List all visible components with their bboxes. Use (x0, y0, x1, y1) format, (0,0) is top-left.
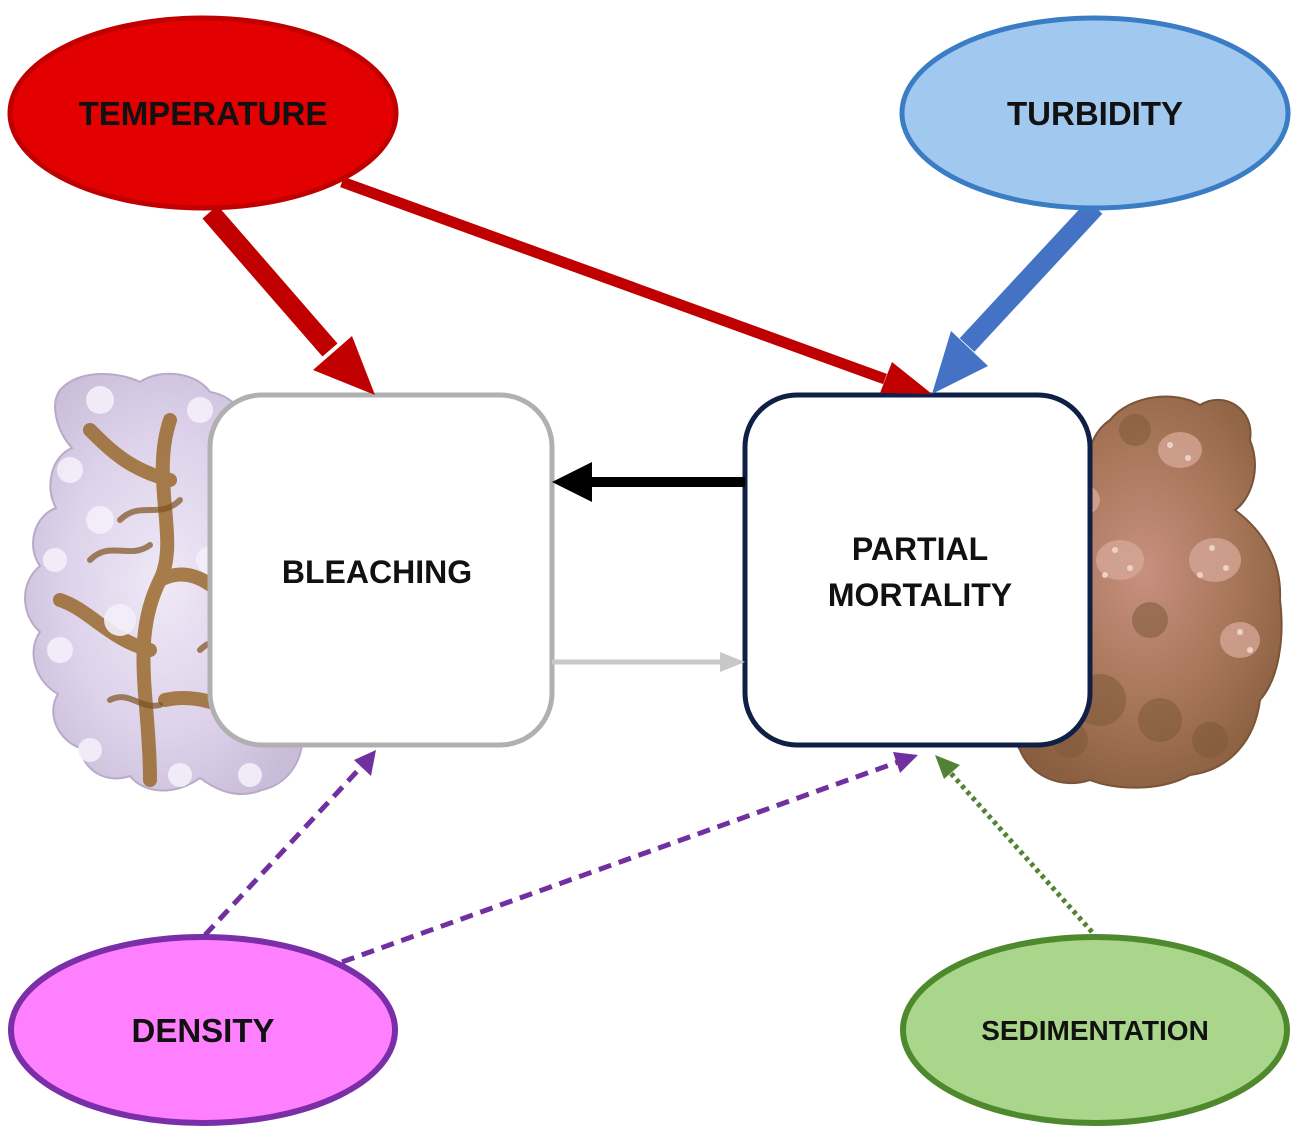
arrow-mortality-to-bleaching (552, 462, 745, 502)
partial-mortality-label-line1: PARTIAL (852, 531, 988, 567)
temperature-ellipse (7, 15, 399, 211)
sedimentation-ellipse (900, 934, 1290, 1126)
turbidity-ellipse (899, 15, 1291, 211)
arrow-bleaching-to-mortality (552, 652, 745, 672)
temperature-node: TEMPERATURE (7, 15, 399, 211)
arrow-temperature-to-bleaching (202, 205, 375, 395)
turbidity-node: TURBIDITY (899, 15, 1291, 211)
sedimentation-node: SEDIMENTATION (900, 934, 1290, 1126)
temperature-label: TEMPERATURE (79, 95, 328, 132)
sedimentation-label: SEDIMENTATION (981, 1015, 1209, 1046)
partial-mortality-box (742, 392, 1093, 748)
bleaching-box (207, 392, 555, 748)
bleaching-label: BLEACHING (282, 554, 472, 590)
arrow-sedimentation-to-mortality (935, 755, 1094, 934)
density-label: DENSITY (131, 1012, 274, 1049)
turbidity-label: TURBIDITY (1007, 95, 1183, 132)
arrow-turbidity-to-mortality (932, 200, 1103, 394)
density-node: DENSITY (8, 934, 398, 1126)
arrow-density-to-bleaching (203, 750, 376, 937)
arrow-temperature-to-mortality (340, 176, 932, 394)
arrow-density-to-mortality (341, 752, 918, 965)
partial-mortality-label-line2: MORTALITY (828, 577, 1012, 613)
density-ellipse (8, 934, 398, 1126)
